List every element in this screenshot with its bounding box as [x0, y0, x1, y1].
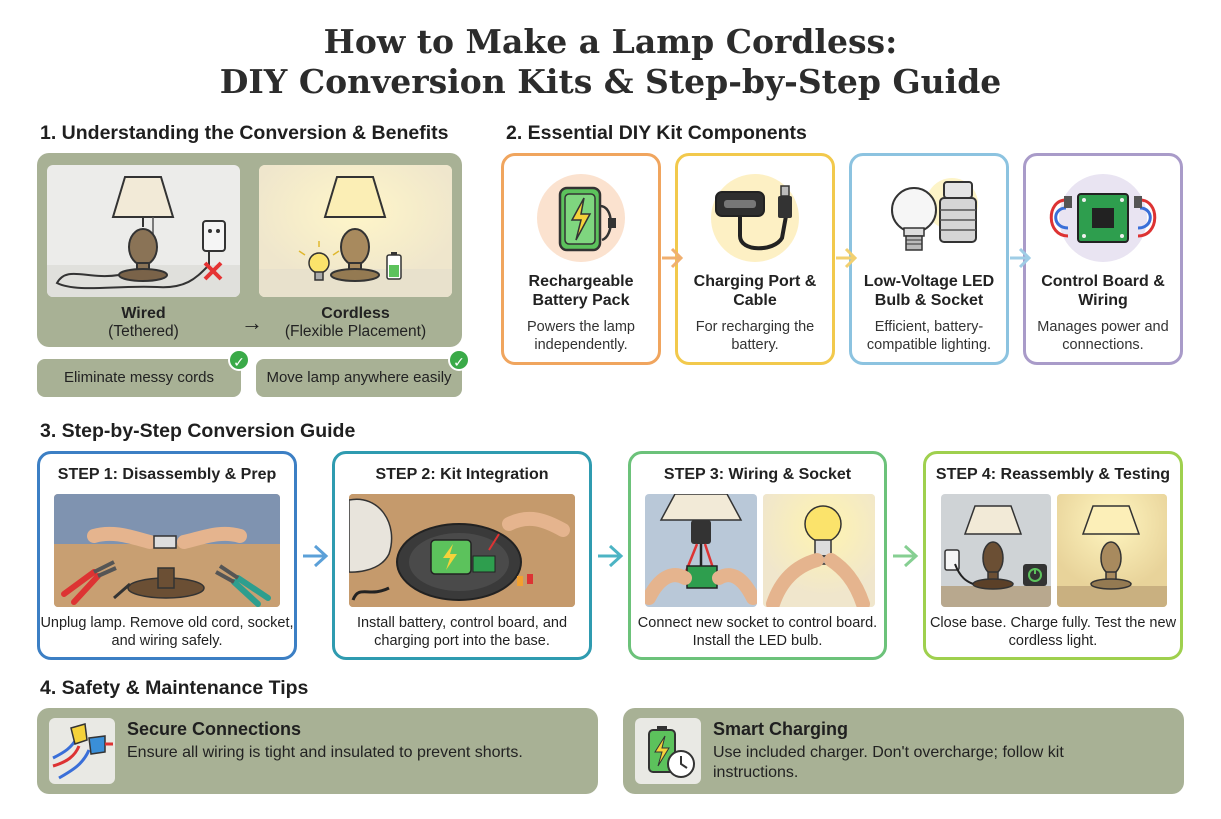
section-4-heading: 4. Safety & Maintenance Tips	[40, 677, 309, 699]
arrow-right-icon	[303, 544, 329, 568]
kit-card-led: Low-Voltage LED Bulb & Socket Efficient,…	[849, 153, 1009, 365]
tip-card-connections: Secure Connections Ensure all wiring is …	[37, 708, 598, 794]
step-card-1: STEP 1: Disassembly & Prep Unplug lamp. …	[37, 451, 297, 660]
kit-title: Low-Voltage LED Bulb & Socket	[863, 273, 995, 309]
tip-description: Use included charger. Don't overcharge; …	[713, 744, 1064, 781]
tip-title: Secure Connections	[127, 719, 302, 739]
disassembly-illustration	[54, 494, 280, 607]
pliers-icon	[61, 560, 117, 605]
title-line-1: How to Make a Lamp Cordless:	[323, 22, 898, 61]
cordless-lamp-illustration	[259, 165, 452, 297]
lightbulb-icon	[804, 505, 842, 543]
kit-description: Efficient, battery-compatible lighting.	[866, 319, 992, 353]
step-description: Unplug lamp. Remove old cord, socket, an…	[40, 615, 294, 649]
battery-pack-icon	[504, 166, 658, 270]
wired-sublabel: (Tethered)	[108, 323, 179, 340]
arrow-right-icon	[662, 247, 684, 269]
battery-clock-icon	[635, 718, 701, 784]
lightbulb-icon	[298, 241, 340, 281]
led-install-illustration	[763, 494, 875, 607]
step-card-3: STEP 3: Wiring & Socket Connect	[628, 451, 887, 660]
tip-title: Smart Charging	[713, 719, 849, 739]
arrow-right-icon	[893, 544, 919, 568]
section-1-heading: 1. Understanding the Conversion & Benefi…	[40, 122, 449, 144]
control-board-icon	[1026, 166, 1180, 270]
kit-description: Powers the lamp independently.	[527, 319, 635, 353]
wired-lamp-illustration	[47, 165, 240, 297]
cordless-label: Cordless	[321, 305, 390, 322]
kit-card-battery: Rechargeable Battery Pack Powers the lam…	[501, 153, 661, 365]
kit-integration-illustration	[349, 494, 575, 607]
step-title: STEP 2: Kit Integration	[375, 466, 549, 483]
page-title: How to Make a Lamp Cordless: DIY Convers…	[0, 22, 1221, 102]
pliers-icon	[215, 564, 271, 607]
tip-card-charging: Smart Charging Use included charger. Don…	[623, 708, 1184, 794]
kit-title: Rechargeable Battery Pack	[528, 273, 634, 309]
kit-card-control: Control Board & Wiring Manages power and…	[1023, 153, 1183, 365]
arrow-right-icon	[836, 247, 858, 269]
step-title: STEP 1: Disassembly & Prep	[57, 466, 277, 483]
step-title: STEP 4: Reassembly & Testing	[935, 466, 1171, 483]
battery-icon	[386, 252, 402, 280]
arrow-right-icon: →	[241, 310, 263, 335]
step-description: Connect new socket to control board. Ins…	[637, 615, 878, 649]
arrow-right-icon	[598, 544, 624, 568]
arrow-right-icon	[1010, 247, 1032, 269]
kit-title: Control Board & Wiring	[1041, 273, 1165, 309]
tip-description: Ensure all wiring is tight and insulated…	[127, 744, 523, 761]
check-icon: ✓	[228, 349, 250, 371]
kit-description: Manages power and connections.	[1037, 319, 1169, 353]
power-button-icon	[1023, 564, 1047, 586]
wired-caption: Wired (Tethered)	[47, 305, 240, 341]
section-2-heading: 2. Essential DIY Kit Components	[506, 122, 807, 144]
red-x-icon	[203, 261, 223, 281]
comparison-panel: Wired (Tethered) → Cordless (Flexible Pl…	[37, 153, 462, 347]
step-title: STEP 3: Wiring & Socket	[663, 466, 852, 483]
step-card-2: STEP 2: Kit Integration Install battery,…	[332, 451, 592, 660]
wall-outlet-icon	[202, 220, 226, 252]
kit-title: Charging Port & Cable	[693, 273, 817, 309]
step-description: Close base. Charge fully. Test the new c…	[929, 615, 1177, 649]
wiring-socket-illustration	[645, 494, 757, 607]
kit-description: For recharging the battery.	[695, 319, 815, 353]
led-bulb-socket-icon	[852, 166, 1006, 270]
title-line-2: DIY Conversion Kits & Step-by-Step Guide	[219, 62, 1002, 101]
cordless-sublabel: (Flexible Placement)	[284, 323, 427, 340]
wire-connectors-icon	[49, 718, 115, 784]
kit-card-charging: Charging Port & Cable For recharging the…	[675, 153, 835, 365]
check-icon: ✓	[448, 349, 470, 371]
reassembly-illustration	[941, 494, 1051, 607]
benefit-pill-move: Move lamp anywhere easily	[256, 359, 462, 397]
charging-cable-icon	[678, 166, 832, 270]
cordless-caption: Cordless (Flexible Placement)	[259, 305, 452, 341]
wired-label: Wired	[121, 305, 166, 322]
testing-illustration	[1057, 494, 1167, 607]
step-card-4: STEP 4: Reassembly & Testing	[923, 451, 1183, 660]
section-3-heading: 3. Step-by-Step Conversion Guide	[40, 420, 356, 442]
step-description: Install battery, control board, and char…	[356, 615, 568, 649]
benefit-pill-cords: Eliminate messy cords	[37, 359, 241, 397]
lamp-shade-icon	[111, 176, 175, 218]
